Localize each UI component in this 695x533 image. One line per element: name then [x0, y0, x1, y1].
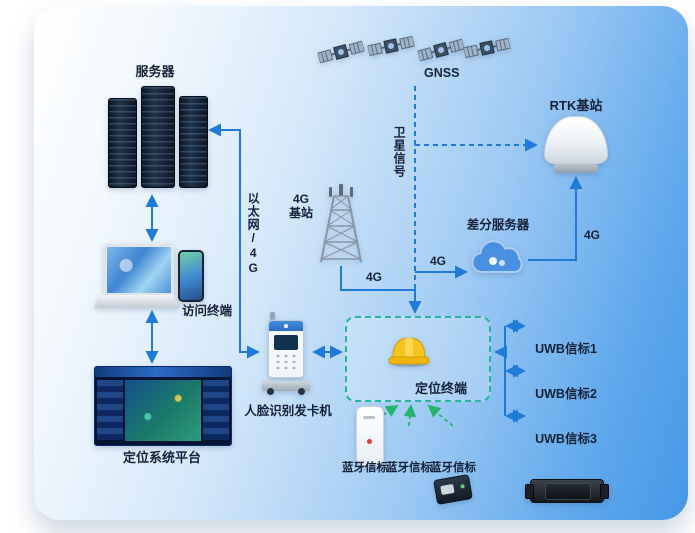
rtk-label: RTK基站 — [549, 98, 603, 113]
uwb3-label: UWB信标3 — [535, 432, 597, 446]
device-grille — [363, 416, 375, 419]
gnss-label: GNSS — [424, 66, 460, 80]
locator-device-icon — [356, 406, 384, 466]
satellite-icon — [316, 40, 366, 64]
badge-screen — [440, 483, 455, 496]
rtk-dome — [544, 116, 608, 164]
bluetooth2-label: 蓝牙信标 — [386, 462, 432, 474]
access-terminal-label: 访问终端 — [181, 304, 232, 318]
machine-dock — [262, 381, 310, 395]
uwb-beacon-icon — [525, 479, 609, 503]
link-4g-cloud-label: 4G — [430, 254, 447, 268]
face-machine-label: 人脸识别发卡机 — [244, 404, 332, 418]
phone-icon — [178, 250, 204, 302]
cloud-server-icon — [471, 240, 523, 274]
server-tower — [141, 86, 175, 188]
link-4g-rtk-label: 4G — [584, 228, 601, 242]
bluetooth3-label: 蓝牙信标 — [430, 462, 476, 474]
phone-screen — [180, 252, 202, 300]
platform-screenshot — [94, 366, 232, 446]
positioning-terminal-label: 定位终端 — [414, 381, 467, 396]
machine-body — [268, 320, 304, 378]
server-icon — [108, 86, 208, 188]
satellite-icon — [366, 35, 416, 57]
satellite-signal-label: 卫星信号 — [392, 126, 407, 178]
badge-led — [460, 483, 465, 489]
laptop-keyboard — [94, 295, 180, 308]
platform-header — [95, 367, 231, 377]
server-label: 服务器 — [135, 64, 175, 79]
base-station-4g-label: 4G 基站 — [288, 192, 313, 221]
uwb2-label: UWB信标2 — [535, 387, 597, 401]
platform-label: 定位系统平台 — [122, 450, 201, 465]
server-tower — [108, 98, 138, 188]
cell-tower-icon — [320, 184, 362, 263]
machine-antenna — [270, 312, 275, 320]
satellite-icon — [462, 37, 512, 59]
laptop-icon — [94, 244, 180, 308]
device-indicator — [367, 439, 372, 444]
safety-helmet-icon — [388, 337, 430, 367]
satellite-icon — [416, 38, 466, 62]
laptop-screen — [104, 244, 174, 296]
rtk-station-icon — [544, 116, 608, 173]
machine-keypad — [274, 353, 298, 370]
link-4g-tower-label: 4G — [366, 270, 383, 284]
diff-server-label: 差分服务器 — [466, 218, 530, 232]
machine-screen — [274, 335, 298, 350]
platform-map — [125, 380, 201, 441]
rtk-base — [554, 164, 598, 173]
platform-left-panel — [97, 380, 123, 440]
uwb1-label: UWB信标1 — [535, 342, 597, 356]
platform-right-panel — [203, 380, 229, 440]
server-tower — [178, 96, 208, 188]
bluetooth1-label: 蓝牙信标 — [342, 462, 388, 474]
uwb-core — [545, 483, 591, 500]
face-recognition-machine-icon — [262, 312, 310, 395]
ethernet-4g-label: 以太网/4G — [246, 192, 261, 276]
machine-camera-band — [269, 321, 303, 331]
